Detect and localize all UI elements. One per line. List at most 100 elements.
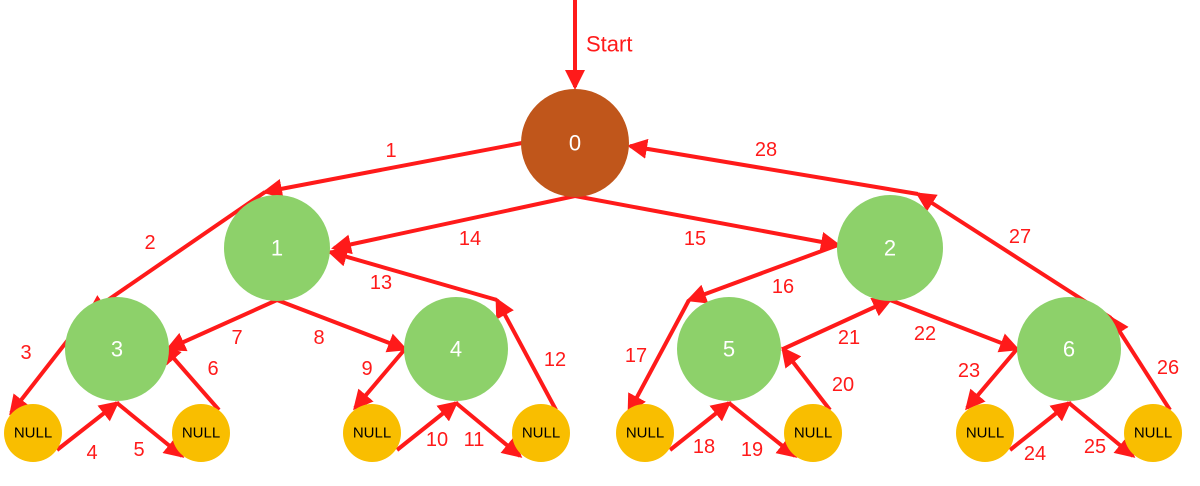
edge-step-22 <box>889 298 1020 353</box>
node-n4r: NULL <box>512 404 570 462</box>
node-circle-n6l <box>956 404 1014 462</box>
node-circle-n4l <box>343 404 401 462</box>
node-4: 4 <box>404 297 508 401</box>
node-label-n4l: NULL <box>353 425 391 442</box>
start-indicator: Start <box>565 0 632 90</box>
node-5: 5 <box>677 297 781 401</box>
step-label-26: 26 <box>1157 357 1179 379</box>
edge-step-1 <box>262 141 523 199</box>
edge-step-6 <box>161 343 221 412</box>
node-n6l: NULL <box>956 404 1014 462</box>
node-n3r: NULL <box>172 404 230 462</box>
node-n3l: NULL <box>4 404 62 462</box>
node-circle-1 <box>224 195 330 301</box>
edge-step-15 <box>574 194 841 252</box>
node-1: 1 <box>224 195 330 301</box>
edge-step-27 <box>915 192 1113 320</box>
step-label-22: 22 <box>914 323 936 345</box>
node-label-1: 1 <box>271 236 283 261</box>
node-circle-3 <box>65 297 169 401</box>
step-label-23: 23 <box>958 360 980 382</box>
traversal-edges <box>9 138 1172 458</box>
node-3: 3 <box>65 297 169 401</box>
edge-step-8 <box>276 298 408 353</box>
node-circle-n5r <box>784 404 842 462</box>
start-label: Start <box>586 32 632 57</box>
edge-step-14 <box>331 194 576 255</box>
node-label-n3l: NULL <box>14 425 52 442</box>
edge-step-10 <box>395 401 459 452</box>
edge-step-23 <box>965 347 1019 411</box>
step-label-12: 12 <box>544 349 566 371</box>
step-label-5: 5 <box>133 439 144 461</box>
step-label-18: 18 <box>693 436 715 458</box>
edge-step-16 <box>686 243 839 304</box>
node-label-0: 0 <box>569 131 581 156</box>
node-label-5: 5 <box>723 337 735 362</box>
node-6: 6 <box>1017 297 1121 401</box>
edge-step-19 <box>727 401 798 458</box>
node-circle-n5l <box>616 404 674 462</box>
edge-step-21 <box>782 297 893 351</box>
node-circle-4 <box>404 297 508 401</box>
step-label-3: 3 <box>20 342 31 364</box>
node-label-2: 2 <box>884 236 896 261</box>
step-label-6: 6 <box>207 358 218 380</box>
step-label-21: 21 <box>838 327 860 349</box>
step-label-28: 28 <box>755 139 777 161</box>
step-label-25: 25 <box>1084 436 1106 458</box>
node-label-4: 4 <box>450 337 462 362</box>
step-label-11: 11 <box>464 429 485 451</box>
node-0: 0 <box>521 89 629 197</box>
step-label-16: 16 <box>772 276 794 298</box>
step-label-27: 27 <box>1009 226 1031 248</box>
edge-step-25 <box>1067 401 1136 458</box>
node-circle-n6r <box>1124 404 1182 462</box>
step-label-24: 24 <box>1024 443 1046 465</box>
edge-step-9 <box>353 347 407 411</box>
step-label-19: 19 <box>741 439 763 461</box>
edge-step-2 <box>86 190 267 315</box>
node-n5l: NULL <box>616 404 674 462</box>
step-label-8: 8 <box>313 327 324 349</box>
edge-step-4 <box>55 401 120 452</box>
node-label-n3r: NULL <box>182 425 220 442</box>
node-label-n5l: NULL <box>626 425 664 442</box>
edge-step-26 <box>1109 315 1172 412</box>
edge-step-5 <box>115 401 185 458</box>
edge-step-28 <box>627 138 919 196</box>
node-circle-5 <box>677 297 781 401</box>
node-label-6: 6 <box>1063 337 1075 362</box>
node-circle-n4r <box>512 404 570 462</box>
node-circle-0 <box>521 89 629 197</box>
node-2: 2 <box>837 195 943 301</box>
step-label-13: 13 <box>370 272 392 294</box>
node-label-3: 3 <box>111 337 123 362</box>
edge-step-17 <box>627 299 691 415</box>
step-label-9: 9 <box>361 358 372 380</box>
step-label-15: 15 <box>684 228 706 250</box>
node-n4l: NULL <box>343 404 401 462</box>
step-label-10: 10 <box>426 429 448 451</box>
edge-step-24 <box>1008 401 1072 452</box>
edge-step-7 <box>165 298 278 352</box>
node-n6r: NULL <box>1124 404 1182 462</box>
step-label-20: 20 <box>832 374 854 396</box>
node-circle-6 <box>1017 297 1121 401</box>
node-n5r: NULL <box>784 404 842 462</box>
edge-step-12 <box>495 297 558 411</box>
node-circle-2 <box>837 195 943 301</box>
node-label-n4r: NULL <box>522 425 560 442</box>
node-label-n5r: NULL <box>794 425 832 442</box>
step-label-2: 2 <box>144 232 155 254</box>
edge-step-18 <box>668 401 732 452</box>
node-label-n6l: NULL <box>966 425 1004 442</box>
node-label-n6r: NULL <box>1134 425 1172 442</box>
step-label-7: 7 <box>231 327 242 349</box>
step-label-4: 4 <box>86 442 97 464</box>
node-circle-n3l <box>4 404 62 462</box>
edge-step-20 <box>781 346 832 412</box>
